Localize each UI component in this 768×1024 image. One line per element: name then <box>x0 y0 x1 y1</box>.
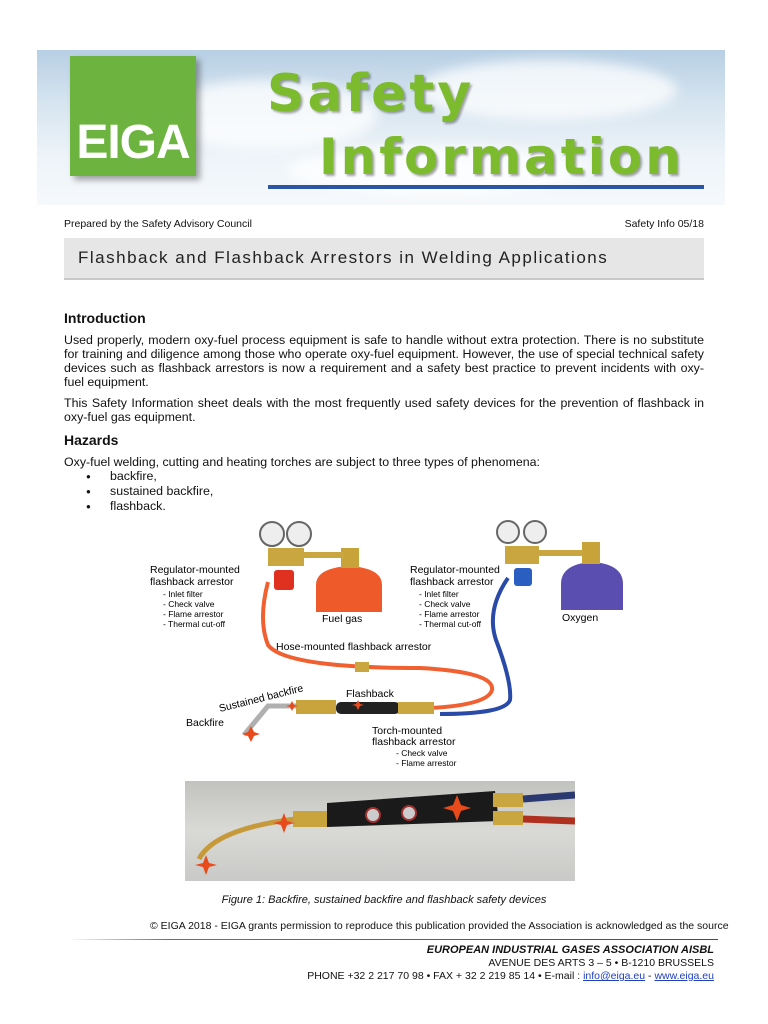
oxygen-regulator <box>496 520 583 586</box>
torch-photo <box>185 781 576 881</box>
figure-caption: Figure 1: Backfire, sustained backfire a… <box>221 894 547 906</box>
oxygen-cylinder <box>561 542 623 610</box>
feature-label: - Check valve <box>419 599 471 609</box>
torch-arrestor-title: flashback arrestor <box>372 736 456 748</box>
logo-text: EIGA <box>76 116 190 169</box>
contact-line: PHONE +32 2 217 70 98 • FAX + 32 2 219 8… <box>307 970 714 982</box>
list-item: flashback. <box>86 499 166 514</box>
feature-label: - Thermal cut-off <box>163 619 226 629</box>
flame-star <box>242 700 364 742</box>
introduction-paragraph-2: This Safety Information sheet deals with… <box>64 396 704 424</box>
header-banner: EIGA Safety Information <box>37 50 725 205</box>
feature-label: - Check valve <box>396 748 448 758</box>
list-item: sustained backfire, <box>86 484 214 499</box>
banner-blue-rule <box>268 185 704 189</box>
association-address: AVENUE DES ARTS 3 – 5 • B-1210 BRUSSELS <box>488 957 714 969</box>
document-title-box: Flashback and Flashback Arrestors in Wel… <box>64 238 704 280</box>
hazards-heading: Hazards <box>64 432 119 448</box>
reg-right-title: Regulator-mounted <box>410 564 500 576</box>
email-link[interactable]: info@eiga.eu <box>583 970 646 982</box>
fuel-gas-cylinder <box>316 548 382 612</box>
banner-title-safety: Safety <box>267 64 475 124</box>
reg-right-title: flashback arrestor <box>410 576 494 588</box>
banner-title-information: Information <box>319 128 684 186</box>
list-item-text: sustained backfire, <box>110 484 214 498</box>
feature-label: - Thermal cut-off <box>419 619 482 629</box>
torch-arrestor-title: Torch-mounted <box>372 725 442 737</box>
introduction-paragraph-1: Used properly, modern oxy-fuel process e… <box>64 333 704 389</box>
copyright-notice: © EIGA 2018 - EIGA grants permission to … <box>150 920 729 932</box>
oxygen-hose <box>439 576 513 716</box>
fuel-gas-label: Fuel gas <box>322 613 362 625</box>
document-title: Flashback and Flashback Arrestors in Wel… <box>78 248 609 267</box>
feature-label: - Flame arrestor <box>396 758 457 768</box>
phone-fax: PHONE +32 2 217 70 98 • FAX + 32 2 219 8… <box>307 970 584 982</box>
hose-arrestor-label: Hose-mounted flashback arrestor <box>276 641 432 653</box>
fuel-regulator <box>259 521 344 590</box>
list-item-text: backfire, <box>110 469 157 483</box>
list-item: backfire, <box>86 469 157 484</box>
hazards-intro: Oxy-fuel welding, cutting and heating to… <box>64 455 540 469</box>
welding-setup-diagram: Regulator-mounted flashback arrestor - I… <box>150 520 623 768</box>
introduction-heading: Introduction <box>64 310 146 326</box>
feature-label: - Flame arrestor <box>163 609 224 619</box>
doc-number: Safety Info 05/18 <box>624 218 704 230</box>
backfire-label: Backfire <box>186 717 224 729</box>
association-name: EUROPEAN INDUSTRIAL GASES ASSOCIATION AI… <box>426 944 714 956</box>
list-item-text: flashback. <box>110 499 166 513</box>
oxygen-label: Oxygen <box>562 612 598 624</box>
feature-label: - Inlet filter <box>419 589 459 599</box>
website-link[interactable]: www.eiga.eu <box>654 970 714 982</box>
reg-left-title: Regulator-mounted <box>150 564 240 576</box>
footer-divider <box>68 939 718 940</box>
eiga-logo: EIGA <box>70 56 196 176</box>
reg-left-title: flashback arrestor <box>150 576 234 588</box>
hose-arrestor <box>355 662 369 672</box>
prepared-by: Prepared by the Safety Advisory Council <box>64 218 252 230</box>
feature-label: - Check valve <box>163 599 215 609</box>
feature-label: - Flame arrestor <box>419 609 480 619</box>
separator: - <box>645 970 655 982</box>
feature-label: - Inlet filter <box>163 589 203 599</box>
fuel-hose <box>261 581 495 710</box>
flashback-label: Flashback <box>346 688 395 700</box>
